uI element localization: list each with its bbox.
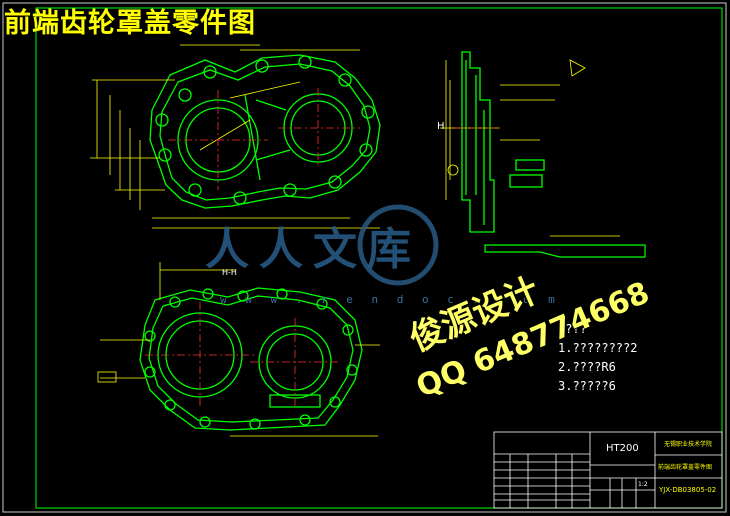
side-view <box>461 51 545 233</box>
technical-notes: ???? 1.????????2 2.????R6 3.?????6 <box>558 320 637 396</box>
notes-heading: ???? <box>558 322 587 336</box>
title-block-scale: 1:2 <box>638 481 648 488</box>
section-label: H-H <box>222 268 237 277</box>
top-view-centerlines <box>168 88 360 190</box>
title-block-drawing-name: 前端齿轮罩盖零件图 <box>658 464 713 471</box>
detail-section <box>484 244 646 258</box>
note-item: 2.????R6 <box>558 360 616 374</box>
watermark-logo <box>357 204 439 286</box>
note-item: 3.?????6 <box>558 379 616 393</box>
title-block-school: 无锡职业技术学院 <box>664 441 713 448</box>
title-block <box>493 431 723 509</box>
section-view-centerlines <box>145 302 340 408</box>
inner-frame <box>35 7 723 509</box>
side-view-dimensions <box>440 59 586 200</box>
title-block-drawing-number: YJX-DB03805-02 <box>659 486 717 494</box>
section-view <box>139 287 363 431</box>
top-view-dimensions <box>90 44 380 229</box>
note-item: 1.????????2 <box>558 341 638 355</box>
top-view <box>149 54 381 209</box>
drawing-title: 前端齿轮罩盖零件图 <box>4 8 256 39</box>
side-mark-label: H <box>437 121 445 132</box>
title-block-material: HT200 <box>606 443 639 454</box>
watermark-url: w w w . r e n d o c . c o m <box>220 293 561 306</box>
watermark-brand: 人人文库 <box>205 224 421 275</box>
section-view-dimensions <box>97 262 380 437</box>
